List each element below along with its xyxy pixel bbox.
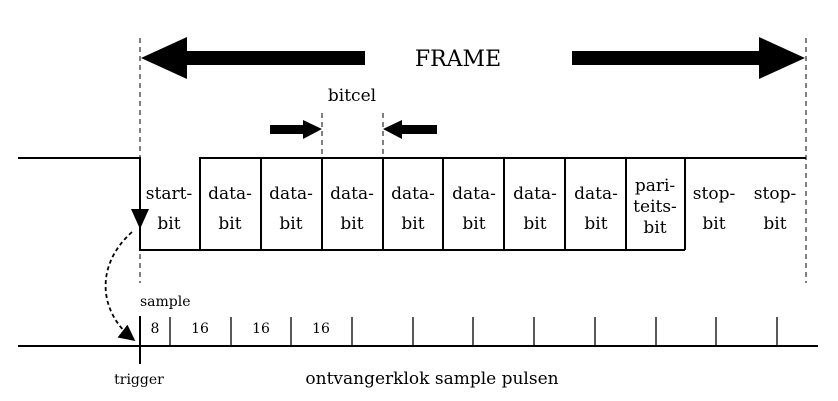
- data-bit-cell: data- bit: [452, 184, 496, 234]
- cell-label-line2: bit: [763, 214, 786, 234]
- data-bit-cell: data- bit: [330, 184, 374, 234]
- cell-label-line1: data-: [269, 184, 313, 204]
- start-bit-cell: start- bit: [146, 184, 192, 234]
- cell-label-line1: pari-: [635, 176, 675, 196]
- cell-label-line2: bit: [462, 214, 485, 234]
- data-bit-cell: data- bit: [513, 184, 557, 234]
- sample-count: 16: [252, 321, 270, 337]
- data-bit-cell: data- bit: [269, 184, 313, 234]
- data-bit-cell: data- bit: [574, 184, 618, 234]
- frame-right-arrow: [572, 37, 805, 79]
- sample-count: 16: [312, 321, 330, 337]
- cell-label-line1: data-: [513, 184, 557, 204]
- bitcell-right-arrow: [383, 120, 437, 139]
- cell-label-line2: bit: [401, 214, 424, 234]
- parity-bit-cell: pari- teits- bit: [633, 176, 677, 238]
- serial-waveform: [18, 157, 806, 251]
- cell-label-line1: data-: [574, 184, 618, 204]
- frame-span-arrow: FRAME: [139, 37, 807, 283]
- cell-label-line1: data-: [330, 184, 374, 204]
- data-bit-cell: data- bit: [391, 184, 435, 234]
- cell-label-line2: bit: [340, 214, 363, 234]
- stop-bit-cell: stop- bit: [693, 184, 735, 234]
- cell-label-line1: stop-: [693, 184, 735, 204]
- data-bit-cell: data- bit: [208, 184, 252, 234]
- cell-label-line2: bit: [218, 214, 241, 234]
- bitcell-left-arrow: [270, 120, 322, 139]
- cell-label-line2: teits-: [633, 197, 677, 217]
- bit-cells: start- bit data- bit data- bit data- bit…: [146, 176, 796, 238]
- waveform-line: [18, 157, 806, 251]
- bitcell-label: bitcel: [328, 86, 376, 106]
- cell-label-line2: bit: [157, 214, 180, 234]
- clock-caption: ontvangerklok sample pulsen: [305, 369, 558, 389]
- cell-label-line2: bit: [279, 214, 302, 234]
- start-edge-arrow: [131, 209, 149, 229]
- bitcell-indicator: bitcel: [270, 86, 437, 158]
- frame-label: FRAME: [415, 47, 501, 72]
- cell-label-line2: bit: [584, 214, 607, 234]
- sample-label: sample: [140, 294, 191, 310]
- cell-label-line1: data-: [391, 184, 435, 204]
- cell-label-line1: stop-: [754, 184, 796, 204]
- stop-bit-cell: stop- bit: [754, 184, 796, 234]
- trigger-label: trigger: [114, 372, 164, 388]
- sample-clock: sample 8 16 16 16 trigger ontvangerklok …: [18, 294, 818, 389]
- cell-label-line2: bit: [702, 214, 725, 234]
- cell-label-line1: start-: [146, 184, 192, 204]
- trigger-curve-arrow: [104, 231, 136, 341]
- sample-count: 16: [191, 321, 209, 337]
- cell-label-line3: bit: [643, 218, 666, 238]
- cell-label-line1: data-: [208, 184, 252, 204]
- cell-label-line2: bit: [523, 214, 546, 234]
- sample-count: 8: [151, 321, 160, 337]
- cell-label-line1: data-: [452, 184, 496, 204]
- frame-left-arrow: [141, 37, 365, 79]
